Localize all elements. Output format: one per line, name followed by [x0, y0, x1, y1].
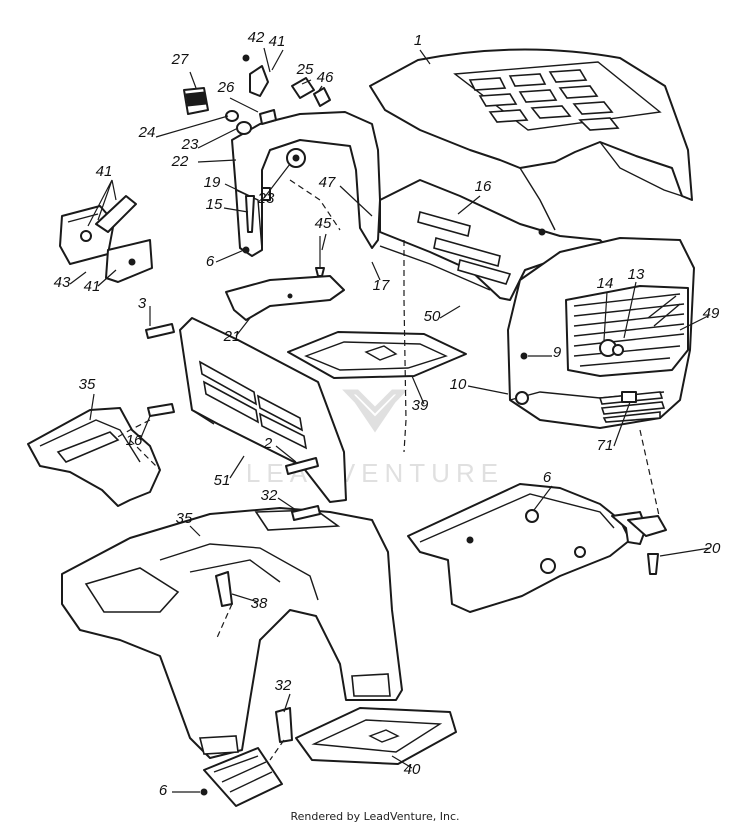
callout-c19: 19 — [204, 174, 221, 191]
callout-c6c: 6 — [159, 782, 168, 799]
footer-credit: Rendered by LeadVenture, Inc. — [290, 810, 460, 823]
part-frame — [407, 483, 667, 613]
callout-c41a: 41 — [269, 33, 286, 50]
callout-c3: 3 — [138, 295, 147, 312]
headlight-lens — [573, 293, 685, 367]
part-ignition-hardware — [225, 54, 331, 135]
callout-c26: 26 — [217, 79, 235, 96]
part-hood — [369, 48, 693, 231]
callout-c42: 42 — [248, 29, 265, 46]
callout-c17: 17 — [373, 277, 390, 294]
part-dash-panel — [231, 111, 381, 257]
callout-c35b: 35 — [176, 510, 193, 527]
leader-lines — [69, 47, 711, 793]
part-dash-support — [225, 236, 345, 321]
callout-c2: 2 — [263, 435, 273, 452]
callout-c45: 45 — [315, 215, 332, 232]
callout-c27: 27 — [171, 51, 189, 68]
callout-c14: 14 — [597, 275, 614, 292]
part-rear-fender-left — [27, 407, 161, 507]
callout-c13: 13 — [628, 266, 645, 283]
part-footrest-shroud — [379, 179, 611, 301]
callout-c35a: 35 — [79, 376, 96, 393]
callout-c23a: 23 — [181, 136, 199, 153]
callout-c46: 46 — [317, 69, 334, 86]
callout-c38: 38 — [251, 595, 268, 612]
callout-c49: 49 — [703, 305, 720, 322]
assembly-lines — [129, 179, 661, 761]
callout-c16a: 16 — [475, 178, 492, 195]
callout-c50: 50 — [424, 308, 441, 325]
callout-c25: 25 — [296, 61, 314, 78]
part-battery-tray — [295, 707, 457, 765]
callout-c21: 21 — [223, 328, 241, 345]
part-grille-housing — [507, 237, 695, 429]
callout-c6a: 6 — [206, 253, 215, 270]
part-floor-plate — [287, 331, 467, 379]
callout-c23b: 23 — [257, 190, 275, 207]
watermark-logo-icon — [342, 389, 408, 433]
callout-c40: 40 — [404, 761, 421, 778]
callout-c1: 1 — [414, 32, 422, 49]
watermark-text: LEADVENTURE — [246, 458, 504, 488]
callout-c16b: 16 — [126, 432, 143, 449]
callout-c20: 20 — [703, 540, 721, 557]
callout-c32b: 32 — [275, 677, 292, 694]
callout-c51: 51 — [214, 472, 231, 489]
callout-c10: 10 — [450, 376, 467, 393]
part-front-skirt — [179, 317, 347, 503]
callout-c41b: 41 — [96, 163, 113, 180]
callout-c43: 43 — [54, 274, 71, 291]
callout-c15: 15 — [206, 196, 223, 213]
callout-c71: 71 — [597, 437, 614, 454]
part-step-plate — [203, 747, 283, 807]
callout-c47: 47 — [319, 174, 336, 191]
callout-c6b: 6 — [543, 469, 552, 486]
part-rear-fender — [61, 507, 403, 759]
part-switch-plug — [183, 87, 209, 115]
hardware-bolts — [145, 195, 659, 796]
callout-c41c: 41 — [84, 278, 101, 295]
part-pedal-bracket — [59, 195, 153, 283]
callout-c32a: 32 — [261, 487, 278, 504]
callout-c39: 39 — [412, 397, 429, 414]
callout-c24: 24 — [138, 124, 156, 141]
callout-c9: 9 — [553, 344, 562, 361]
callout-c22: 22 — [171, 153, 189, 170]
